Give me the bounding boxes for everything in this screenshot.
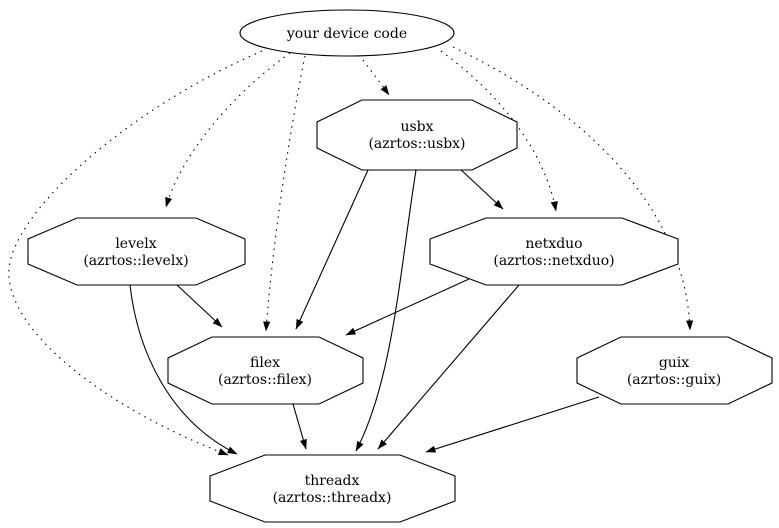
edge-usbx-filex	[295, 169, 369, 330]
node-netxduo-sublabel: (azrtos::netxduo)	[493, 253, 614, 269]
edge-device-code-netxduo	[440, 50, 558, 212]
node-threadx: threadx (azrtos::threadx)	[209, 454, 456, 523]
node-guix-shape	[576, 336, 773, 405]
edge-usbx-netxduo	[458, 167, 504, 210]
edge-netxduo-filex	[345, 278, 470, 336]
node-threadx-label: threadx	[305, 473, 360, 489]
node-guix-sublabel: (azrtos::guix)	[627, 372, 721, 388]
node-usbx: usbx (azrtos::usbx)	[316, 99, 518, 171]
node-threadx-sublabel: (azrtos::threadx)	[273, 490, 392, 506]
edge-levelx-threadx	[129, 284, 238, 455]
node-usbx-label: usbx	[400, 119, 433, 135]
edge-device-code-filex	[263, 55, 306, 332]
edge-netxduo-threadx	[377, 284, 520, 450]
edge-device-code-usbx	[358, 54, 390, 96]
edge-device-code-guix	[452, 46, 694, 331]
node-guix: guix (azrtos::guix)	[576, 336, 773, 405]
node-netxduo: netxduo (azrtos::netxduo)	[429, 217, 679, 286]
edge-levelx-filex	[176, 284, 223, 328]
node-filex-label: filex	[250, 355, 280, 371]
node-filex-sublabel: (azrtos::filex)	[218, 372, 312, 388]
edge-filex-threadx	[292, 403, 307, 450]
node-filex-shape	[167, 336, 364, 405]
node-filex: filex (azrtos::filex)	[167, 336, 364, 405]
node-threadx-shape	[209, 454, 456, 523]
node-levelx-label: levelx	[115, 236, 156, 252]
node-usbx-shape	[316, 99, 518, 171]
node-netxduo-shape	[429, 217, 679, 286]
node-usbx-sublabel: (azrtos::usbx)	[368, 136, 465, 152]
node-device-code-shape	[239, 9, 455, 57]
node-levelx-sublabel: (azrtos::levelx)	[83, 253, 188, 269]
edge-device-code-levelx	[165, 52, 291, 208]
node-levelx: levelx (azrtos::levelx)	[27, 217, 246, 286]
node-levelx-shape	[27, 217, 246, 286]
node-guix-label: guix	[659, 355, 689, 371]
edge-guix-threadx	[425, 396, 600, 453]
node-device-code: your device code	[239, 9, 455, 57]
node-device-code-label: your device code	[286, 26, 407, 42]
node-netxduo-label: netxduo	[525, 236, 582, 252]
edge-usbx-threadx	[355, 169, 417, 452]
